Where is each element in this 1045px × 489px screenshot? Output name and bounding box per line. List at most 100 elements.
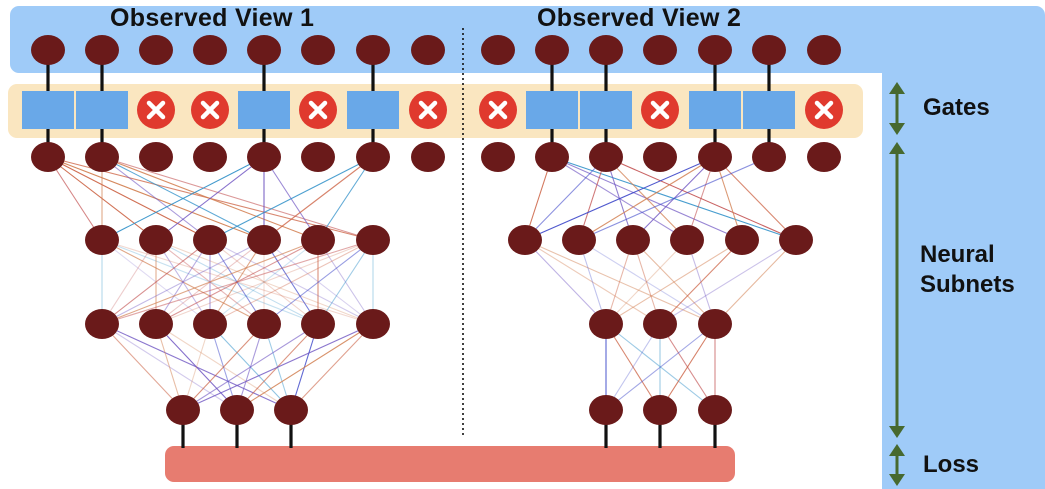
- gate-row: [22, 91, 843, 129]
- observed-neuron: [643, 35, 677, 65]
- hidden-neuron: [670, 225, 704, 255]
- connection-edge: [524, 239, 716, 325]
- connection-edge: [209, 156, 374, 241]
- view-title-1: Observed View 1: [110, 4, 315, 32]
- connection-edge: [714, 239, 797, 325]
- gate-open: [22, 91, 74, 129]
- input-neuron: [643, 142, 677, 172]
- connection-edge: [263, 239, 374, 325]
- output-neuron: [274, 395, 308, 425]
- x-mark: [308, 100, 328, 120]
- connection-edge: [578, 156, 770, 241]
- hidden-neuron: [247, 225, 281, 255]
- hidden-neuron: [616, 225, 650, 255]
- hidden-neuron: [301, 309, 335, 339]
- connection-edge: [317, 156, 374, 241]
- x-mark: [488, 100, 508, 120]
- hidden-neuron: [562, 225, 596, 255]
- connection-edge: [317, 239, 374, 325]
- observed-neuron: [193, 35, 227, 65]
- connection-edge: [101, 239, 265, 325]
- connection-edge: [182, 323, 265, 411]
- connection-edge: [290, 323, 374, 411]
- hidden-neuron: [356, 309, 390, 339]
- hidden-neuron: [698, 309, 732, 339]
- connection-edge: [101, 239, 157, 325]
- output-neuron: [589, 395, 623, 425]
- output-neuron: [698, 395, 732, 425]
- hidden-neuron: [247, 309, 281, 339]
- hidden-neuron: [139, 309, 173, 339]
- connection-edge: [524, 156, 716, 241]
- input-neuron: [411, 142, 445, 172]
- subnets-double-arrow-icon: [889, 142, 905, 438]
- input-neuron: [85, 142, 119, 172]
- connection-edge: [605, 323, 716, 411]
- view-title-2: Observed View 2: [537, 4, 742, 32]
- output-neuron: [643, 395, 677, 425]
- hidden-neuron: [85, 225, 119, 255]
- input-neuron: [535, 142, 569, 172]
- connection-edge: [182, 323, 319, 411]
- connection-edge: [101, 156, 374, 241]
- connection-edge: [209, 239, 319, 325]
- arrow-head-up: [889, 444, 905, 456]
- observed-neuron: [247, 35, 281, 65]
- gates-label: Gates: [923, 94, 990, 121]
- x-mark: [650, 100, 670, 120]
- gate-open: [580, 91, 632, 129]
- loss-label: Loss: [923, 451, 980, 478]
- connection-edge: [101, 323, 184, 411]
- arrow-head-up: [889, 82, 905, 94]
- loss-double-arrow-icon: [889, 444, 905, 486]
- hidden-neuron: [508, 225, 542, 255]
- observed-neuron: [31, 35, 65, 65]
- input-neuron: [31, 142, 65, 172]
- observed-neuron: [139, 35, 173, 65]
- connection-edge: [236, 323, 374, 411]
- observed-neuron: [481, 35, 515, 65]
- connection-edge: [209, 239, 319, 325]
- x-circle-icon: [641, 91, 679, 129]
- connection-edge: [101, 156, 265, 241]
- connection-edge: [524, 156, 607, 241]
- observed-neuron: [589, 35, 623, 65]
- connection-edge: [101, 156, 211, 241]
- hidden-neuron: [589, 309, 623, 339]
- x-mark: [146, 100, 166, 120]
- input-neuron: [752, 142, 786, 172]
- connection-edge: [714, 156, 797, 241]
- hidden-neuron: [356, 225, 390, 255]
- hidden-neuron: [193, 225, 227, 255]
- connection-edge: [605, 239, 688, 325]
- connection-edge: [101, 239, 265, 325]
- output-neuron: [220, 395, 254, 425]
- hidden-neuron: [139, 225, 173, 255]
- observed-neuron: [698, 35, 732, 65]
- gate-open: [238, 91, 290, 129]
- connection-edge: [605, 323, 716, 411]
- connection-edge: [101, 239, 319, 325]
- hidden-neuron: [643, 309, 677, 339]
- hidden-neuron: [193, 309, 227, 339]
- observed-neuron: [411, 35, 445, 65]
- input-neuron: [481, 142, 515, 172]
- connection-edge: [155, 239, 319, 325]
- input-neuron: [247, 142, 281, 172]
- arrow-head-up: [889, 142, 905, 154]
- connection-edge: [524, 239, 661, 325]
- hidden-neuron: [301, 225, 335, 255]
- gate-open: [347, 91, 399, 129]
- input-neuron: [139, 142, 173, 172]
- x-circle-icon: [137, 91, 175, 129]
- gates-double-arrow-icon: [889, 82, 905, 135]
- connection-edge: [605, 323, 661, 411]
- connection-edge: [524, 239, 607, 325]
- x-circle-icon: [409, 91, 447, 129]
- connection-edge: [209, 239, 374, 325]
- x-circle-icon: [479, 91, 517, 129]
- x-circle-icon: [191, 91, 229, 129]
- input-neuron: [193, 142, 227, 172]
- neuron-layers: [31, 35, 841, 425]
- connection-edge: [155, 323, 238, 411]
